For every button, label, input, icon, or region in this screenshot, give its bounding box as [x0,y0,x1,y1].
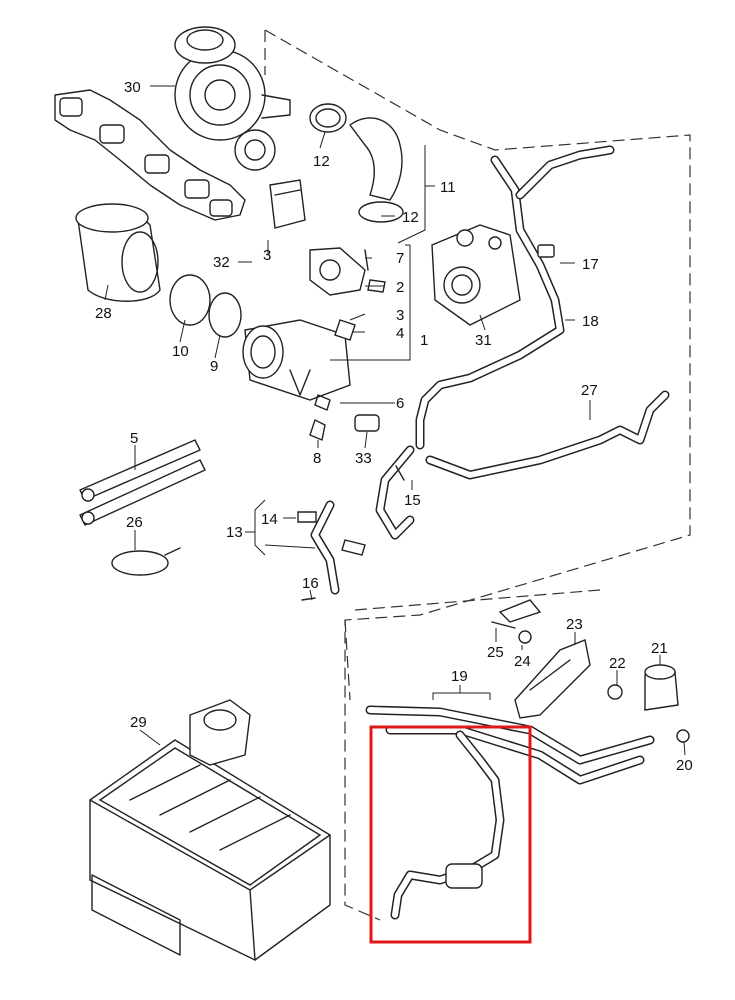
charge-pipe-assembly [309,103,404,223]
callout-7: 5 [130,430,138,447]
callout-24: 24 [514,653,531,670]
leader-lines [104,85,686,756]
callout-12-top: 12 [313,153,330,170]
assembly-boundary-lines [264,29,691,921]
callout-1: 1 [420,332,428,349]
callout-32: 32 [213,254,230,271]
highlight-box [369,725,532,944]
solenoid-bracket-assembly [491,599,690,743]
callout-9: 9 [210,358,218,375]
air-filter-housing [89,699,331,961]
callout-17: 17 [582,256,599,273]
vacuum-lines-lower [365,705,655,920]
callout-6: 6 [396,395,404,412]
callout-12-lower: 12 [402,209,419,226]
callout-3-upper: 3 [263,247,271,264]
turbocharger-assembly [54,26,291,221]
egr-valve-assembly [242,247,366,401]
callout-11: 11 [440,179,456,196]
callout-13: 13 [226,524,243,541]
callout-18: 18 [582,313,599,330]
callout-21: 21 [651,640,668,657]
callout-26: 26 [126,514,143,531]
callout-labels: 30 12 11 12 32 3 7 2 3 4 1 6 28 10 9 8 3… [95,79,693,774]
callout-8: 8 [313,450,321,467]
vacuum-lines-upper [297,145,670,601]
callout-10: 10 [172,343,189,360]
callout-2: 2 [396,279,404,296]
callout-30: 30 [124,79,141,96]
callout-27: 27 [581,382,598,399]
callout-5: 7 [396,250,404,267]
callout-14: 14 [261,511,278,528]
callout-22: 22 [609,655,626,672]
callout-23: 23 [566,616,583,633]
callout-25: 25 [487,644,504,661]
callout-33: 33 [355,450,372,467]
callout-4: 4 [396,325,404,342]
bracket [269,179,306,229]
callout-31: 31 [475,332,492,349]
small-fasteners [309,249,386,441]
callout-28: 28 [95,305,112,322]
cable-ties [79,439,206,576]
callout-15: 15 [404,492,421,509]
callout-3-lower: 3 [396,307,404,324]
callout-20: 20 [676,757,693,774]
callout-29: 29 [130,714,147,731]
cylinder-head-cover [431,224,521,326]
air-filter-element [75,203,242,338]
callout-19: 19 [451,668,468,685]
callout-16: 16 [302,575,319,592]
